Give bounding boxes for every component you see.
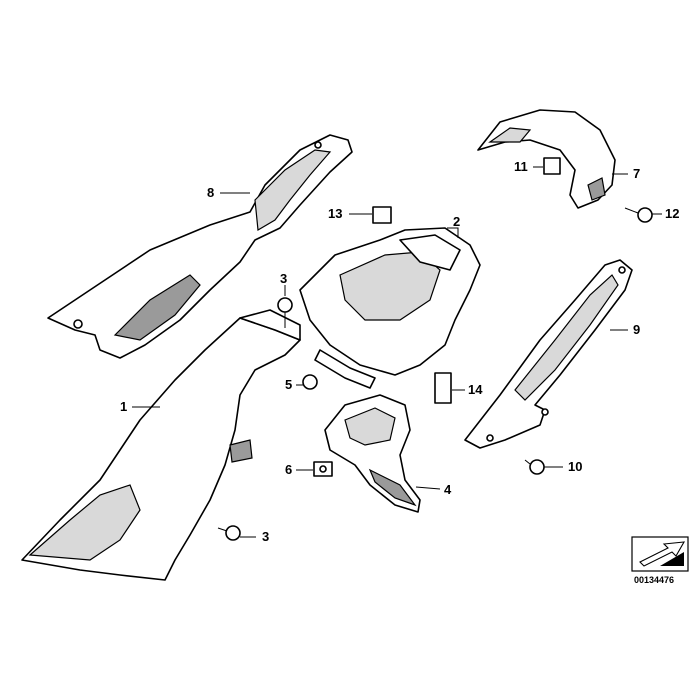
callout-3-lower: 3	[262, 529, 269, 544]
callout-14: 14	[468, 382, 483, 397]
callout-5: 5	[285, 377, 292, 392]
part-2-carrier	[299, 227, 481, 389]
callout-3-upper: 3	[280, 271, 287, 286]
part-1-rear-fairing	[21, 309, 301, 581]
part-12-screw	[624, 207, 653, 223]
part-4-mudguard	[324, 394, 421, 513]
callout-6: 6	[285, 462, 292, 477]
direction-arrow-icon	[631, 536, 689, 572]
callout-11: 11	[514, 159, 528, 174]
part-8-side-cover	[47, 134, 353, 359]
part-7-tail-cover	[477, 109, 616, 209]
callout-2: 2	[453, 214, 460, 229]
part-10-screw	[524, 459, 545, 475]
callout-12: 12	[665, 206, 679, 221]
part-6-nut	[313, 461, 333, 477]
callout-10: 10	[568, 459, 582, 474]
callout-13: 13	[328, 206, 342, 221]
part-3-screw-upper	[277, 297, 293, 328]
part-13-clip	[372, 206, 392, 224]
part-14-bracket	[434, 372, 452, 404]
part-9-side-trim	[464, 259, 633, 449]
leader-lines	[132, 166, 662, 538]
diagram-reference-number: 00134476	[634, 575, 674, 585]
part-3-screw-lower	[217, 525, 241, 541]
callout-4: 4	[444, 482, 452, 497]
part-5-screw	[302, 374, 318, 390]
callout-9: 9	[633, 322, 640, 337]
callout-7: 7	[633, 166, 640, 181]
callout-1: 1	[120, 399, 127, 414]
callout-8: 8	[207, 185, 214, 200]
part-11-clip	[543, 157, 561, 175]
